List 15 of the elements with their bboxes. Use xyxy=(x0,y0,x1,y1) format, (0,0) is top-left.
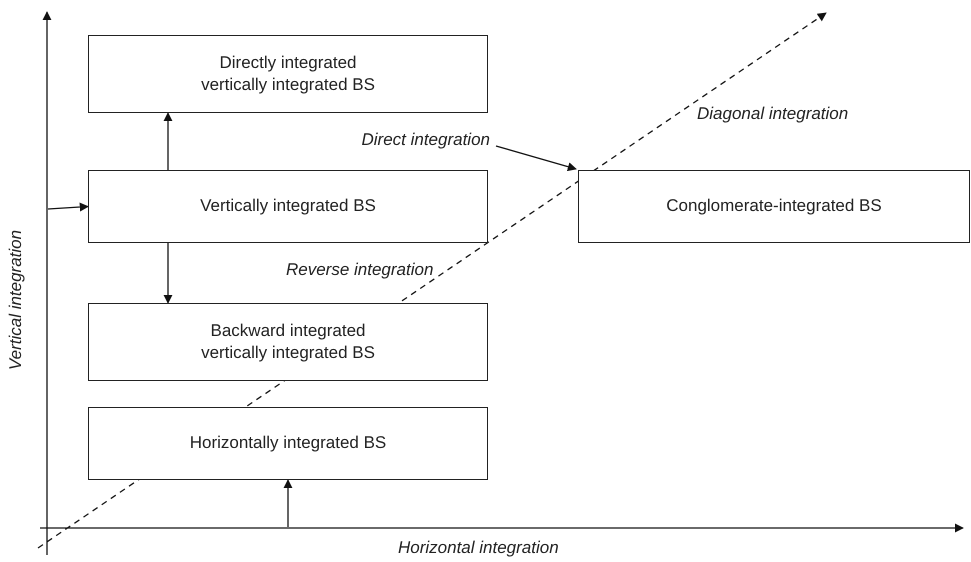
process-box: Vertically integrated BS xyxy=(88,170,488,243)
axis-title: Vertical integration xyxy=(6,230,26,370)
process-box: Directly integrated vertically integrated BS xyxy=(88,35,488,113)
arrow xyxy=(496,145,577,172)
arrow-caption: Reverse integration xyxy=(286,260,434,280)
arrow xyxy=(48,202,89,212)
arrow xyxy=(163,112,173,170)
axis-title: Horizontal integration xyxy=(398,538,559,558)
region-label: Diagonal integration xyxy=(697,104,848,124)
process-box: Horizontally integrated BS xyxy=(88,407,488,480)
arrow xyxy=(283,479,293,527)
process-box: Backward integrated vertically integrated BS xyxy=(88,303,488,381)
process-box: Conglomerate-integrated BS xyxy=(578,170,970,243)
arrow xyxy=(163,243,173,304)
arrow-caption: Direct integration xyxy=(308,130,490,150)
